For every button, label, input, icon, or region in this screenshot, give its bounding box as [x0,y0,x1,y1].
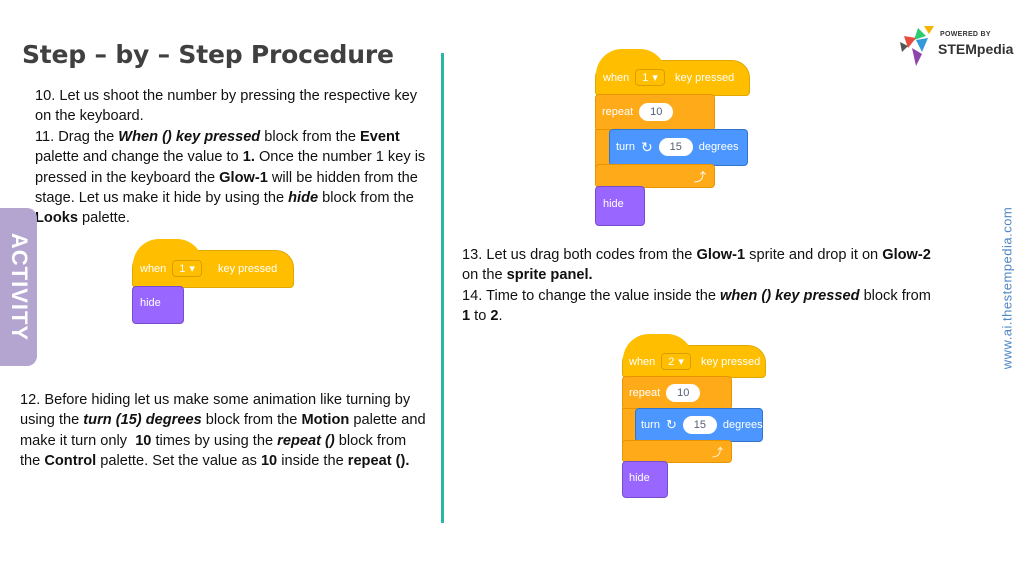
turn-block: turn ↻ 15 degrees [635,408,763,442]
repeat-count: 10 [666,384,701,402]
rotate-right-icon: ↻ [640,138,653,155]
column-divider [441,53,444,523]
when-key-pressed-block: when 1▾ key pressed [595,49,750,96]
repeat-label: repeat [602,106,634,118]
step-12-text: 12. Before hiding let us make some anima… [20,392,426,470]
degrees-label: degrees [722,419,763,431]
when-label: when [140,262,167,275]
loop-arrow-icon: ⤴ [712,447,723,459]
turn-degrees: 15 [658,138,693,156]
repeat-foot: ⤴ [595,164,715,188]
repeat-count: 10 [639,103,674,121]
when-label: when [629,355,656,368]
key-value: 1 [179,262,186,275]
when-key-pressed-block: when 2▾ key pressed [622,334,766,378]
key-pressed-label: key pressed [700,355,761,368]
step-10-11-text: 10. Let us shoot the number by pressing … [35,88,426,227]
hide-label: hide [140,297,161,309]
hide-label: hide [629,472,650,484]
logo-powered-by: POWERED BY [940,31,991,38]
repeat-block: repeat 10 [595,94,715,131]
turn-block: turn ↻ 15 degrees [609,129,748,166]
dropdown-arrow-icon: ▾ [189,263,195,275]
stempedia-logo: POWERED BY STEMpedia [896,22,1013,70]
loop-arrow-icon: ⤴ [693,170,706,184]
key-dropdown: 2▾ [661,353,691,370]
key-value: 2 [668,355,675,368]
activity-label: ACTIVITY [6,232,32,342]
website-url[interactable]: www.ai.thestempedia.com [999,206,1015,370]
key-value: 1 [642,71,649,84]
hide-block: hide [622,461,668,498]
turn-degrees: 15 [682,416,717,434]
when-key-pressed-block: when 1▾ key pressed [132,239,294,288]
turn-label: turn [641,419,660,431]
key-dropdown: 1▾ [172,260,202,277]
key-dropdown: 1▾ [635,69,665,86]
degrees-label: degrees [698,141,739,153]
repeat-foot: ⤴ [622,440,732,463]
stempedia-logo-icon [900,26,934,66]
activity-tab: ACTIVITY [0,208,37,366]
page-title: Step – by – Step Procedure [22,40,394,69]
dropdown-arrow-icon: ▾ [652,72,658,84]
step-13-14-text: 13. Let us drag both codes from the Glow… [462,247,931,325]
logo-brand: STEMpedia [938,41,1014,57]
hide-block: hide [595,186,645,226]
rotate-right-icon: ↻ [665,417,677,432]
repeat-block: repeat 10 [622,376,732,410]
key-pressed-label: key pressed [674,71,735,84]
dropdown-arrow-icon: ▾ [678,356,684,368]
turn-label: turn [616,141,635,153]
key-pressed-label: key pressed [217,262,278,275]
hide-label: hide [603,198,624,210]
when-label: when [603,71,630,84]
repeat-label: repeat [629,387,661,399]
hide-block: hide [132,286,184,324]
